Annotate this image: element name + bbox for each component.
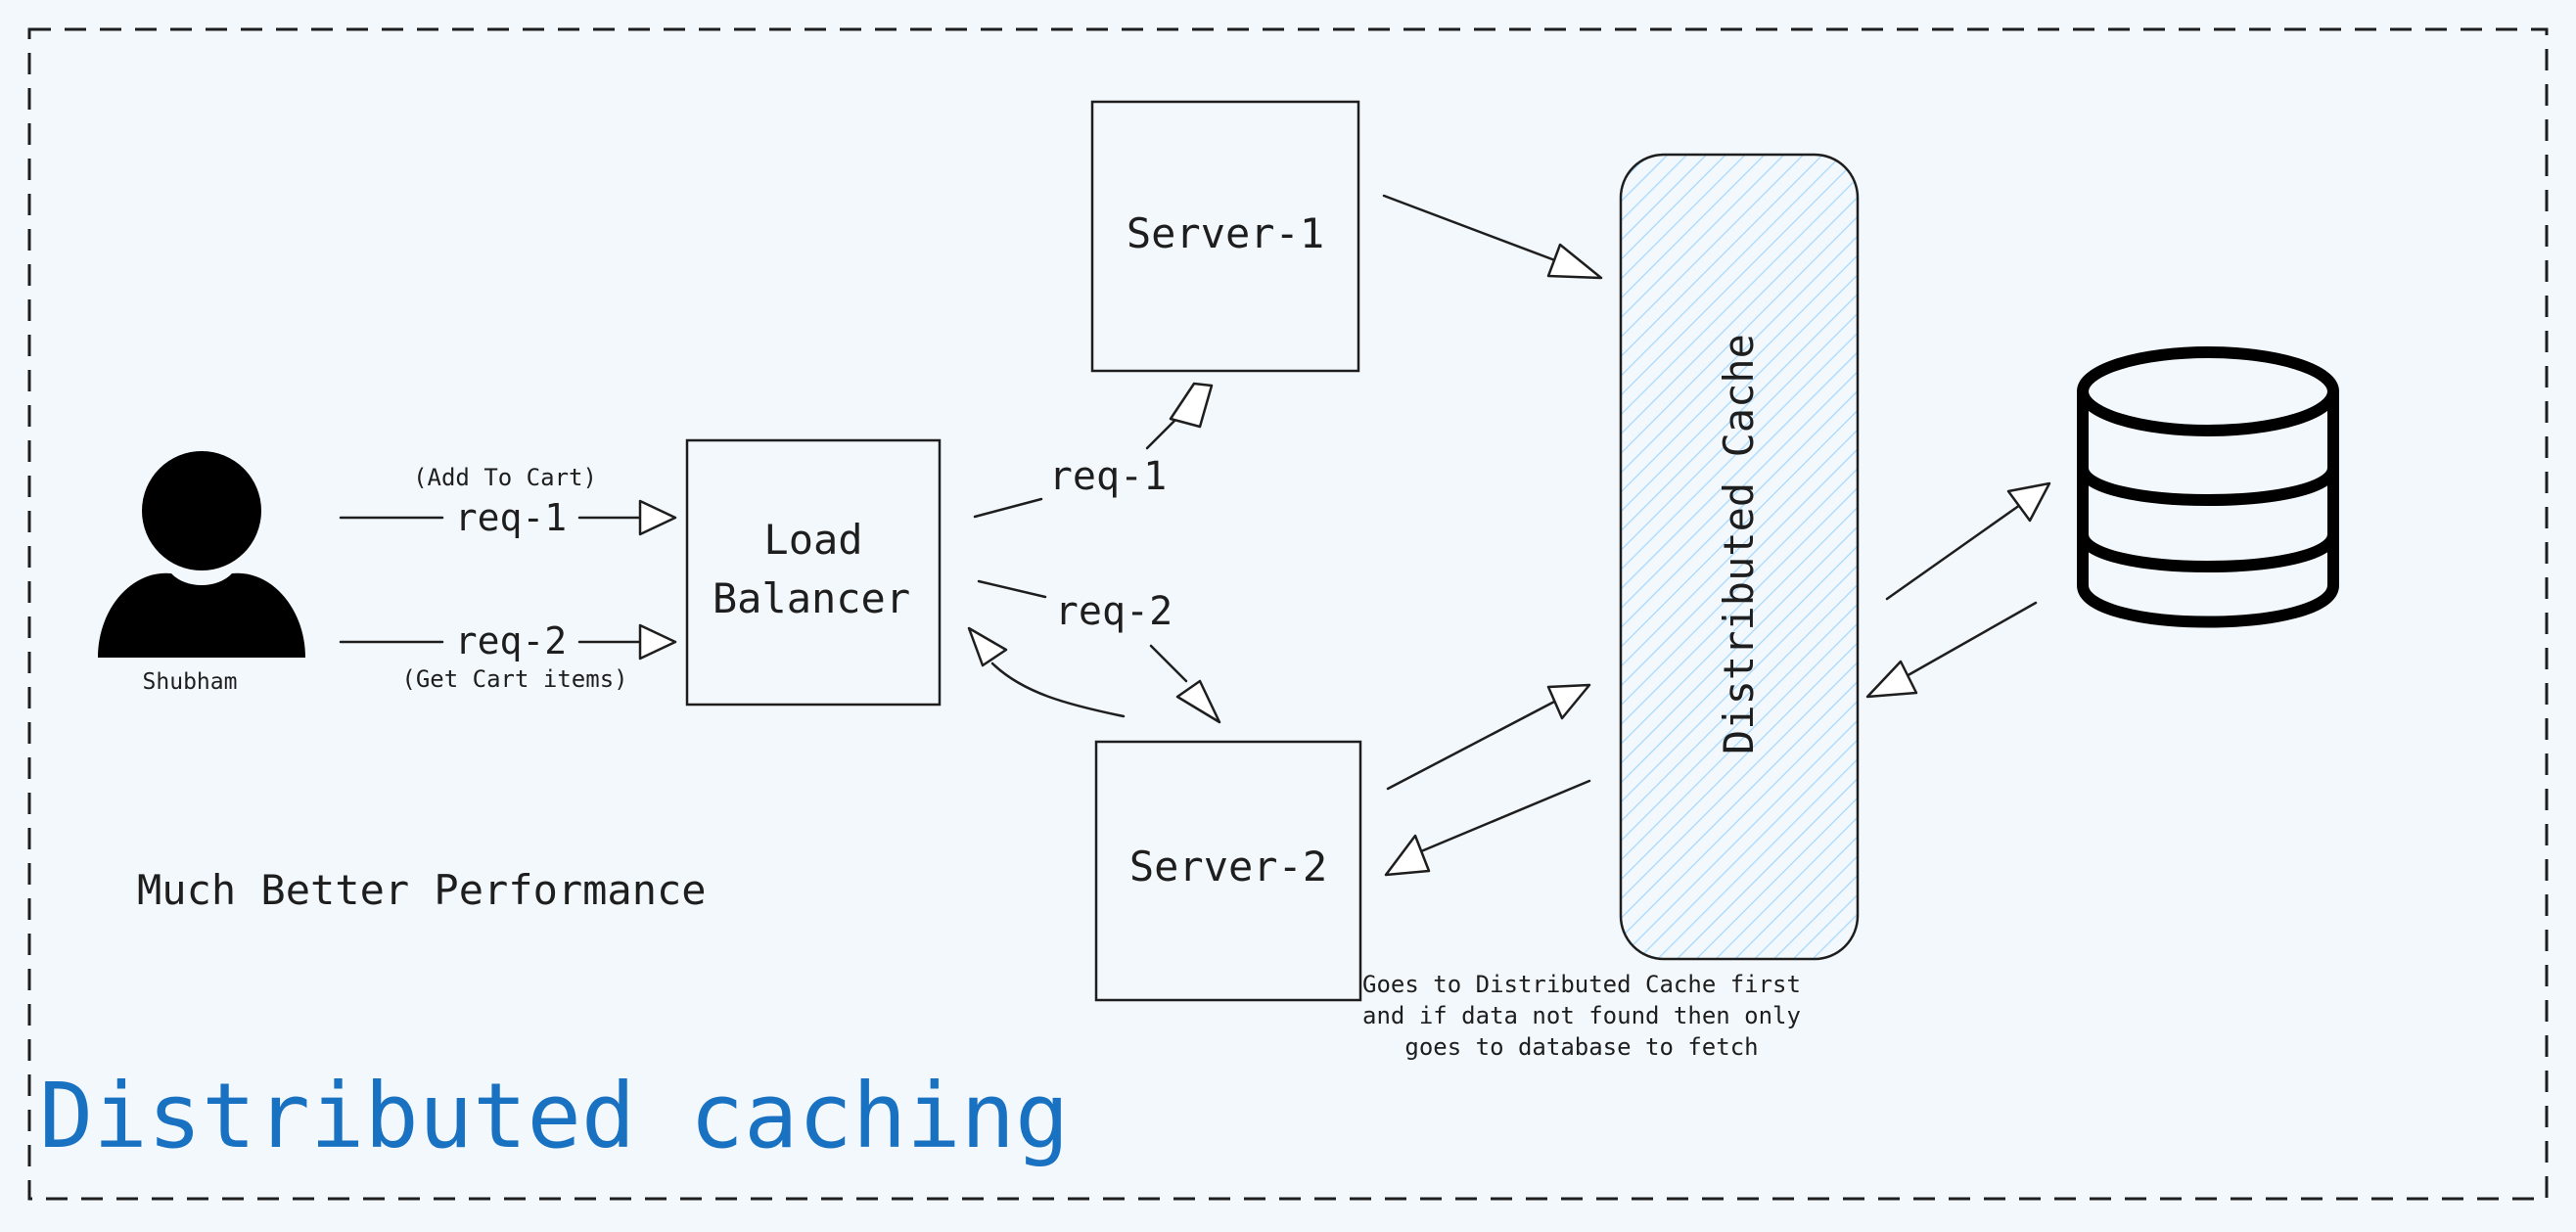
load-balancer-label-line2: Balancer bbox=[713, 574, 910, 622]
user-icon bbox=[98, 451, 305, 658]
server-2-box bbox=[1094, 740, 1362, 1002]
lb-to-server-1-arrow bbox=[973, 382, 1214, 519]
diagram-title: Distributed caching bbox=[39, 1064, 1069, 1168]
database-icon bbox=[2077, 346, 2339, 628]
lb-to-server-2-label: req-2 bbox=[1055, 589, 1173, 634]
server-2-label: Server-2 bbox=[1129, 843, 1327, 890]
distributed-cache-label: Distributed Cache bbox=[1715, 334, 1763, 754]
note-line-3: goes to database to fetch bbox=[1404, 1033, 1758, 1061]
lb-to-server-1-label: req-1 bbox=[1049, 454, 1167, 499]
lb-to-server-2-arrow bbox=[977, 579, 1221, 724]
distributed-cache-box bbox=[1619, 153, 1860, 961]
server-2-to-lb-arrow bbox=[967, 626, 1126, 718]
database-to-cache-arrow bbox=[1865, 601, 2038, 699]
request-1-note: (Add To Cart) bbox=[413, 464, 597, 491]
request-2-arrow bbox=[339, 623, 677, 661]
server-1-to-cache-arrow bbox=[1382, 194, 1603, 280]
load-balancer-box bbox=[685, 438, 942, 707]
note-line-2: and if data not found then only bbox=[1362, 1002, 1801, 1029]
request-1-arrow bbox=[339, 499, 677, 536]
load-balancer-label-line1: Load bbox=[763, 516, 862, 564]
performance-caption: Much Better Performance bbox=[137, 866, 707, 914]
cache-to-database-arrow bbox=[1885, 481, 2051, 601]
cache-to-server-2-arrow bbox=[1384, 779, 1591, 877]
server-1-box bbox=[1090, 100, 1360, 373]
note-line-1: Goes to Distributed Cache first bbox=[1362, 971, 1801, 998]
request-2-label: req-2 bbox=[455, 619, 567, 662]
server-2-to-cache-arrow bbox=[1386, 683, 1591, 791]
dashed-frame bbox=[27, 27, 2549, 1201]
request-2-note: (Get Cart items) bbox=[401, 665, 627, 693]
server-1-label: Server-1 bbox=[1127, 209, 1324, 257]
request-1-label: req-1 bbox=[455, 496, 567, 539]
user-name: Shubham bbox=[143, 669, 238, 695]
